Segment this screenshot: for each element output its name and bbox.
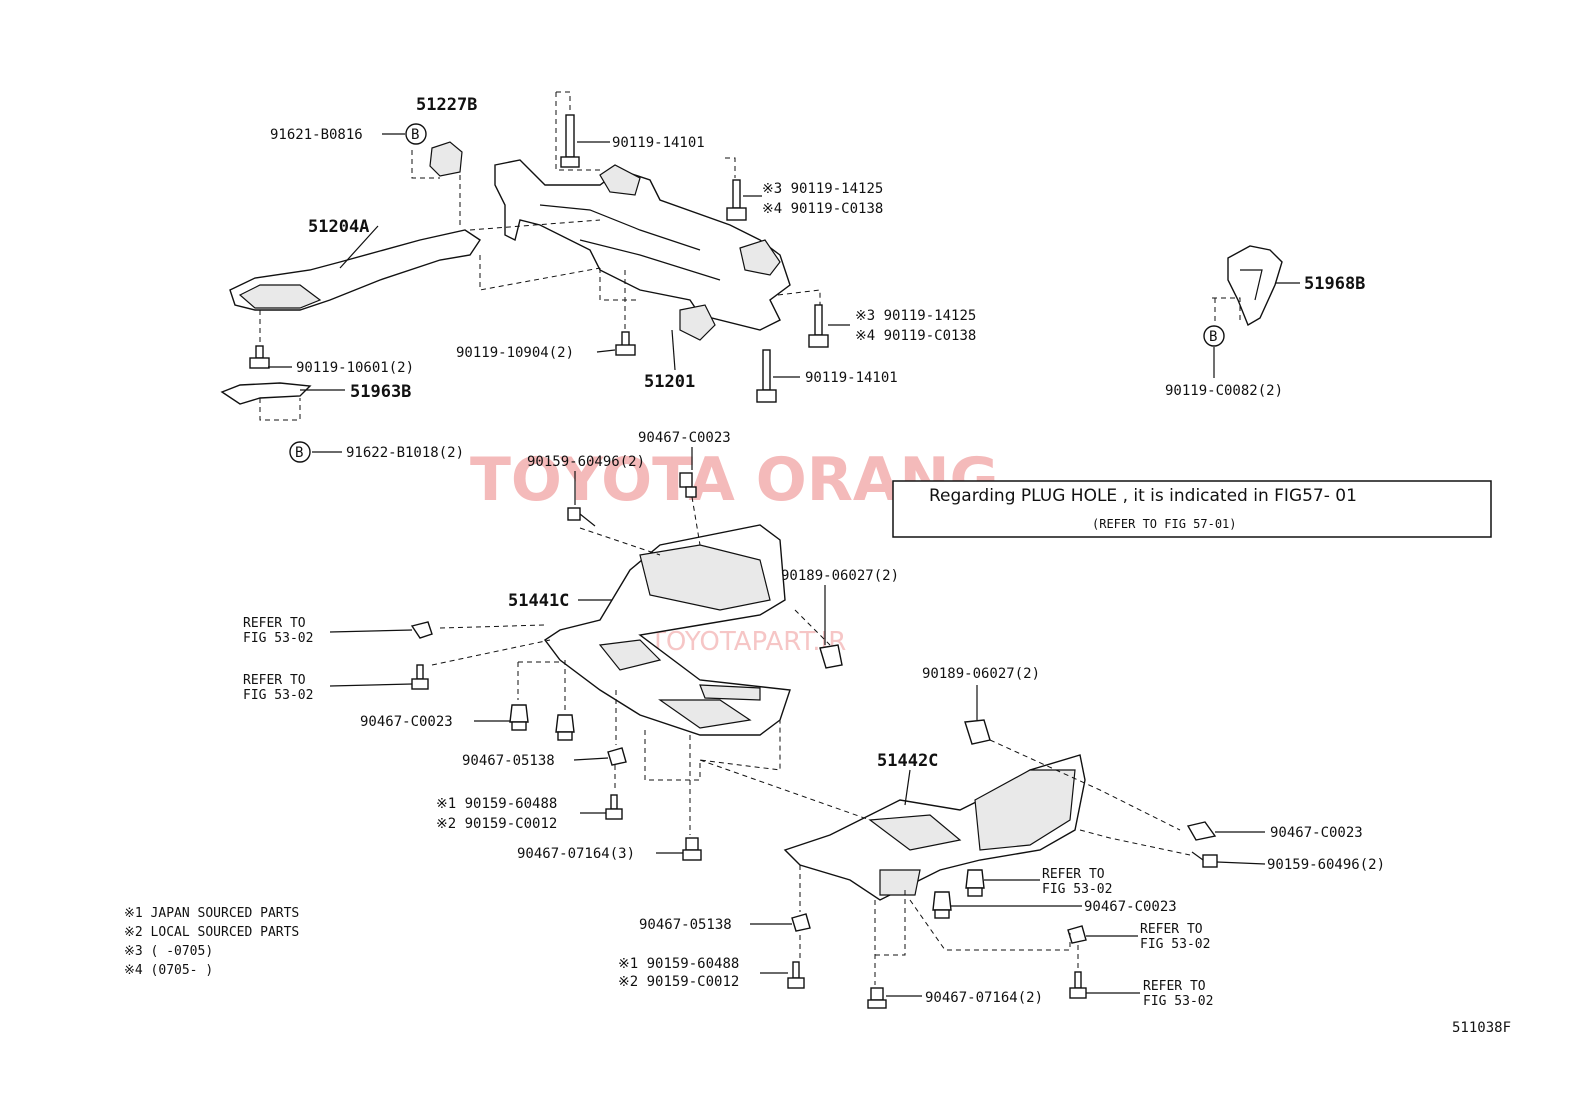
bolt-90119-14125-b	[808, 304, 829, 348]
label-51227B: 51227B	[416, 95, 477, 115]
label-90159-60496-top: 90159-60496(2)	[527, 454, 645, 470]
screw-90159-60496-right	[1191, 851, 1218, 868]
label-90467-C0023-mid: 90467-C0023	[1084, 899, 1177, 915]
clip-90467-C0023-right	[1186, 821, 1217, 841]
bolt-refer-5	[1069, 971, 1087, 999]
bracket-51968B	[1227, 245, 1283, 327]
plate-51963B	[220, 382, 312, 405]
label-refer-2a: REFER TO	[243, 673, 306, 688]
callout-b-1: B	[405, 123, 427, 145]
label-90119-C0138-a: ※4 90119-C0138	[762, 201, 883, 217]
label-90467-C0023-left: 90467-C0023	[360, 714, 453, 730]
note-line-2: (REFER TO FIG 57-01)	[1092, 517, 1237, 531]
legend-item: ※4 (0705- )	[124, 963, 213, 978]
label-91622-B1018: 91622-B1018(2)	[346, 445, 464, 461]
bolt-90159-60488-bot	[787, 961, 805, 989]
legend: ※1 JAPAN SOURCED PARTS ※2 LOCAL SOURCED …	[124, 906, 299, 978]
watermark-site: TOYOTAPART.IR	[649, 627, 846, 657]
label-90119-10904: 90119-10904(2)	[456, 345, 574, 361]
bolt-90119-14101-top	[560, 114, 580, 168]
label-refer-3b: FIG 53-02	[1042, 882, 1112, 897]
clip-90467-C0023-left2	[555, 714, 575, 741]
bracket-51204A	[229, 229, 481, 311]
label-91621-B0816: 91621-B0816	[270, 127, 363, 143]
legend-item: ※2 LOCAL SOURCED PARTS	[124, 925, 299, 940]
clip-90467-C0023-mid	[932, 891, 952, 919]
label-90119-14101-top: 90119-14101	[612, 135, 705, 151]
clip-refer-4	[1067, 925, 1087, 944]
plug-90189-06027-a	[819, 644, 843, 669]
cover-51441C	[543, 524, 791, 736]
label-refer-5a: REFER TO	[1143, 979, 1206, 994]
bolt-refer-2	[411, 664, 429, 690]
svg-text:B: B	[1209, 329, 1217, 345]
label-90467-05138-bot: 90467-05138	[639, 917, 732, 933]
label-refer-3a: REFER TO	[1042, 867, 1105, 882]
plug-90189-06027-b	[964, 719, 991, 745]
figure-id: 511038F	[1452, 1020, 1511, 1036]
note-line-1: Regarding PLUG HOLE , it is indicated in…	[929, 486, 1357, 506]
clip-refer-1	[410, 621, 433, 639]
clip-90467-07164-bot	[867, 987, 887, 1009]
label-refer-1a: REFER TO	[243, 616, 306, 631]
clip-90467-05138-left	[607, 747, 627, 766]
label-90119-14125-a: ※3 90119-14125	[762, 181, 883, 197]
label-51204A: 51204A	[308, 217, 369, 237]
legend-item: ※3 ( -0705)	[124, 944, 213, 959]
label-90159-60488-left: ※1 90159-60488	[436, 796, 557, 812]
label-90189-06027-a: 90189-06027(2)	[781, 568, 899, 584]
clip-90467-07164-left	[682, 837, 702, 861]
label-51968B: 51968B	[1304, 274, 1365, 294]
label-90159-60488-bot: ※1 90159-60488	[618, 956, 739, 972]
label-refer-4b: FIG 53-02	[1140, 937, 1210, 952]
callout-b-2: B	[289, 441, 311, 463]
clip-90467-C0023-top	[679, 472, 697, 498]
legend-item: ※1 JAPAN SOURCED PARTS	[124, 906, 299, 921]
plug-hole-note: Regarding PLUG HOLE , it is indicated in…	[892, 480, 1492, 538]
label-90119-14125-b: ※3 90119-14125	[855, 308, 976, 324]
clip-90467-C0023-left	[509, 704, 529, 731]
clip-90467-05138-bot	[791, 913, 811, 932]
clip-refer-3	[965, 869, 985, 897]
callout-b-3: B	[1203, 325, 1225, 347]
label-90467-C0023-top: 90467-C0023	[638, 430, 731, 446]
label-refer-2b: FIG 53-02	[243, 688, 313, 703]
bracket-51227B	[429, 141, 463, 177]
bolt-90119-14101-bot	[756, 349, 777, 403]
label-90189-06027-b: 90189-06027(2)	[922, 666, 1040, 682]
bolt-90119-10904	[615, 331, 636, 356]
svg-text:B: B	[295, 445, 303, 461]
label-refer-5b: FIG 53-02	[1143, 994, 1213, 1009]
cover-51442C	[783, 754, 1086, 901]
label-refer-1b: FIG 53-02	[243, 631, 313, 646]
label-90467-07164-left: 90467-07164(3)	[517, 846, 635, 862]
crossmember-51201	[494, 159, 791, 341]
label-90159-60496-right: 90159-60496(2)	[1267, 857, 1385, 873]
label-90119-10601: 90119-10601(2)	[296, 360, 414, 376]
bolt-90159-60488-left	[605, 794, 623, 820]
label-51201: 51201	[644, 372, 695, 392]
label-90467-07164-bot: 90467-07164(2)	[925, 990, 1043, 1006]
label-90119-C0138-b: ※4 90119-C0138	[855, 328, 976, 344]
bolt-90119-14125-a	[726, 179, 747, 221]
label-90467-C0023-right: 90467-C0023	[1270, 825, 1363, 841]
svg-text:B: B	[411, 127, 419, 143]
bolt-90119-10601	[249, 345, 270, 369]
label-refer-4a: REFER TO	[1140, 922, 1203, 937]
label-90119-C0082: 90119-C0082(2)	[1165, 383, 1283, 399]
label-51441C: 51441C	[508, 591, 569, 611]
label-51442C: 51442C	[877, 751, 938, 771]
label-90159-C0012-bot: ※2 90159-C0012	[618, 974, 739, 990]
label-90119-14101-bot: 90119-14101	[805, 370, 898, 386]
screw-90159-60496-top	[567, 507, 596, 527]
label-51963B: 51963B	[350, 382, 411, 402]
label-90467-05138-left: 90467-05138	[462, 753, 555, 769]
label-90159-C0012-left: ※2 90159-C0012	[436, 816, 557, 832]
